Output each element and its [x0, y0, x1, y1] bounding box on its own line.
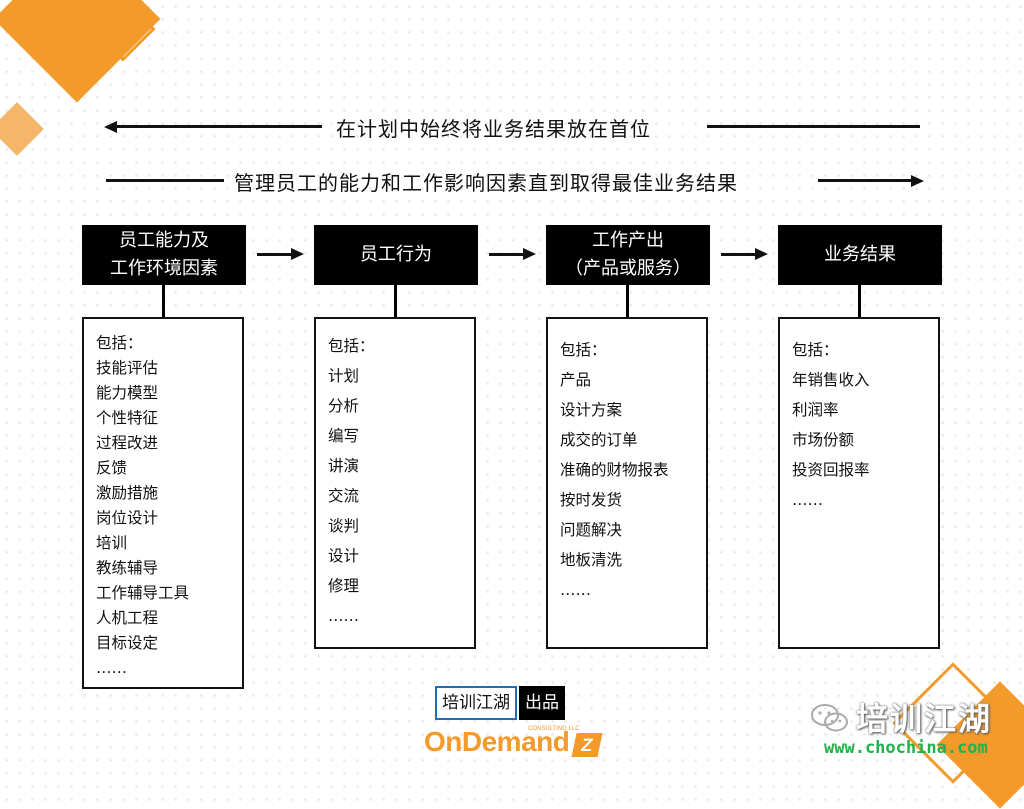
stage-box-results: 业务结果 — [778, 225, 942, 285]
connector-stem — [162, 285, 165, 318]
list-item: …… — [96, 659, 127, 677]
list-item: 按时发货 — [560, 491, 623, 509]
arrow-right-icon — [911, 175, 924, 187]
stage-box-output: 工作产出 （产品或服务） — [546, 225, 710, 285]
list-item: 包括： — [560, 341, 607, 359]
watermark-url: www.chochina.com — [824, 738, 988, 758]
arrow-line — [721, 253, 757, 256]
list-item: 岗位设计 — [96, 509, 159, 527]
list-item: 年销售收入 — [792, 371, 870, 389]
list-item: 个性特征 — [96, 409, 159, 427]
list-item: 市场份额 — [792, 431, 855, 449]
stage-title-line: 业务结果 — [824, 244, 896, 265]
top-banner-text: 在计划中始终将业务结果放在首位 — [336, 117, 651, 141]
stage-title-line: 员工行为 — [360, 244, 432, 265]
wechat-icon — [810, 702, 850, 741]
list-item: 能力模型 — [96, 384, 159, 402]
list-item: 计划 — [328, 367, 360, 385]
stage-title-line: （产品或服务） — [565, 258, 691, 279]
connector-stem — [626, 285, 629, 318]
footer-tag-produced: 出品 — [519, 686, 565, 720]
connector-stem — [394, 285, 397, 318]
list-item: 包括： — [792, 341, 839, 359]
list-item: 准确的财物报表 — [560, 461, 669, 479]
arrow-right-icon — [755, 248, 768, 260]
list-item: …… — [792, 491, 823, 509]
list-item: 教练辅导 — [96, 559, 159, 577]
list-item: 包括： — [96, 334, 143, 352]
bottom-banner-text: 管理员工的能力和工作影响因素直到取得最佳业务结果 — [234, 171, 738, 195]
list-item: 分析 — [328, 397, 360, 415]
stage-box-capability: 员工能力及 工作环境因素 — [82, 225, 246, 285]
detail-box-capability: 包括： 技能评估能力模型个性特征过程改进反馈激励措施岗位设计培训教练辅导工作辅导工… — [82, 317, 244, 689]
list-item: 激励措施 — [96, 484, 159, 502]
arrow-line — [707, 125, 920, 128]
list-item: 工作辅导工具 — [96, 584, 190, 602]
list-item: 过程改进 — [96, 434, 159, 452]
list-item: 交流 — [328, 487, 360, 505]
list-item: …… — [560, 581, 591, 599]
stage-title-line: 工作产出 — [592, 230, 664, 251]
list-item: 设计方案 — [560, 401, 623, 419]
ondemand-logo: OnDemand — [424, 726, 570, 757]
list-item: 反馈 — [96, 459, 128, 477]
list-item: 问题解决 — [560, 521, 623, 539]
arrow-line — [114, 125, 322, 128]
ondemand-logo-sub: CONSULTING LLC — [528, 726, 580, 732]
list-item: 地板清洗 — [560, 551, 623, 569]
detail-box-results: 包括： 年销售收入利润率市场份额投资回报率 …… — [778, 317, 940, 649]
list-item: 人机工程 — [96, 609, 159, 627]
arrow-line — [257, 253, 293, 256]
stage-title-line: 员工能力及 — [119, 230, 209, 251]
list-item: 修理 — [328, 577, 360, 595]
arrow-right-icon — [523, 248, 536, 260]
stage-box-behavior: 员工行为 — [314, 225, 478, 285]
list-item: 利润率 — [792, 401, 839, 419]
list-item: …… — [328, 607, 359, 625]
arrow-line — [106, 179, 224, 182]
list-item: 编写 — [328, 427, 360, 445]
list-item: 包括： — [328, 337, 375, 355]
stage-title-line: 工作环境因素 — [110, 258, 218, 279]
list-item: 投资回报率 — [792, 461, 870, 479]
list-item: 成交的订单 — [560, 431, 638, 449]
footer-tag-brand: 培训江湖 — [435, 686, 517, 720]
list-item: 目标设定 — [96, 634, 159, 652]
watermark-text: 培训江湖 — [856, 700, 993, 738]
footer-credit: 培训江湖 出品 — [435, 686, 565, 720]
list-item: 谈判 — [328, 517, 360, 535]
list-item: 技能评估 — [96, 359, 159, 377]
ondemand-logo-mark: Z — [571, 733, 603, 757]
connector-stem — [858, 285, 861, 318]
list-item: 产品 — [560, 371, 592, 389]
list-item: 讲演 — [328, 457, 360, 475]
detail-box-output: 包括： 产品设计方案成交的订单准确的财物报表按时发货问题解决地板清洗 …… — [546, 317, 708, 649]
detail-box-behavior: 包括： 计划分析编写讲演交流谈判设计修理 …… — [314, 317, 476, 649]
arrow-line — [489, 253, 525, 256]
arrow-left-icon — [104, 121, 117, 133]
list-item: 设计 — [328, 547, 360, 565]
list-item: 培训 — [96, 534, 128, 552]
arrow-line — [818, 179, 914, 182]
arrow-right-icon — [291, 248, 304, 260]
decorative-diamond-small — [0, 102, 44, 156]
